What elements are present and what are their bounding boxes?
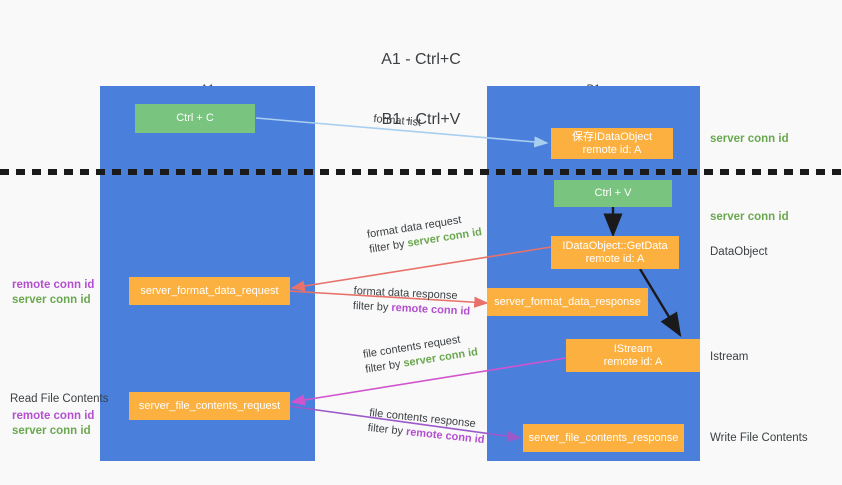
right-label-server-conn-id-top: server conn id	[710, 133, 789, 145]
box-idataobject-getdata[interactable]: IDataObject::GetData remote id: A	[551, 236, 679, 269]
box-ctrl-v[interactable]: Ctrl + V	[554, 180, 672, 207]
box-ctrl-v-label: Ctrl + V	[594, 187, 632, 199]
box-istream-line1: IStream	[613, 342, 653, 355]
left-label-conn-id-lower: remote conn id server conn id	[12, 409, 94, 439]
box-server-file-contents-request-label: server_file_contents_request	[138, 399, 281, 412]
box-istream[interactable]: IStream remote id: A	[566, 339, 700, 372]
box-save-idataobject-line2: remote id: A	[582, 143, 642, 156]
box-server-file-contents-request[interactable]: server_file_contents_request	[129, 392, 290, 420]
right-label-dataobject: DataObject	[710, 246, 768, 258]
left-label-conn-id-upper: remote conn id server conn id	[12, 278, 94, 308]
left-label-read-file-contents: Read File Contents	[10, 393, 109, 405]
box-ctrl-c-label: Ctrl + C	[176, 112, 214, 124]
box-save-idataobject[interactable]: 保存IDataObject remote id: A	[551, 128, 673, 159]
right-label-istream: Istream	[710, 351, 749, 363]
box-ctrl-c[interactable]: Ctrl + C	[135, 104, 255, 133]
box-istream-line2: remote id: A	[603, 355, 663, 368]
left-label-server-conn-id-lower: server conn id	[12, 425, 91, 437]
box-save-idataobject-line1: 保存IDataObject	[571, 130, 653, 143]
box-getdata-line2: remote id: A	[585, 252, 645, 265]
left-label-remote-conn-id-upper: remote conn id	[12, 279, 95, 291]
box-server-format-data-response-label: server_format_data_response	[494, 295, 641, 308]
box-server-file-contents-response[interactable]: server_file_contents_response	[523, 424, 684, 452]
right-label-write-file-contents: Write File Contents	[710, 432, 808, 444]
right-label-server-conn-id-mid: server conn id	[710, 211, 789, 223]
box-server-format-data-response[interactable]: server_format_data_response	[487, 288, 648, 316]
box-server-file-contents-response-label: server_file_contents_response	[528, 431, 679, 444]
box-server-format-data-request-label: server_format_data_request	[140, 284, 279, 297]
edge-label-file-contents-request: file contents request filter by server c…	[362, 330, 479, 377]
filter-value-remote-conn-id-1: remote conn id	[391, 301, 471, 318]
phase-divider	[0, 169, 842, 175]
title-line-1: A1 - Ctrl+C	[381, 51, 461, 68]
edge-label-file-contents-response: file contents response filter by remote …	[367, 406, 487, 448]
left-label-server-conn-id-upper: server conn id	[12, 294, 91, 306]
left-label-remote-conn-id-lower: remote conn id	[12, 410, 95, 422]
edge-label-format-data-response: format data response filter by remote co…	[353, 284, 472, 320]
box-server-format-data-request[interactable]: server_format_data_request	[129, 277, 290, 305]
edge-label-format-data-request: format data request filter by server con…	[366, 210, 483, 257]
box-getdata-line1: IDataObject::GetData	[562, 239, 668, 252]
